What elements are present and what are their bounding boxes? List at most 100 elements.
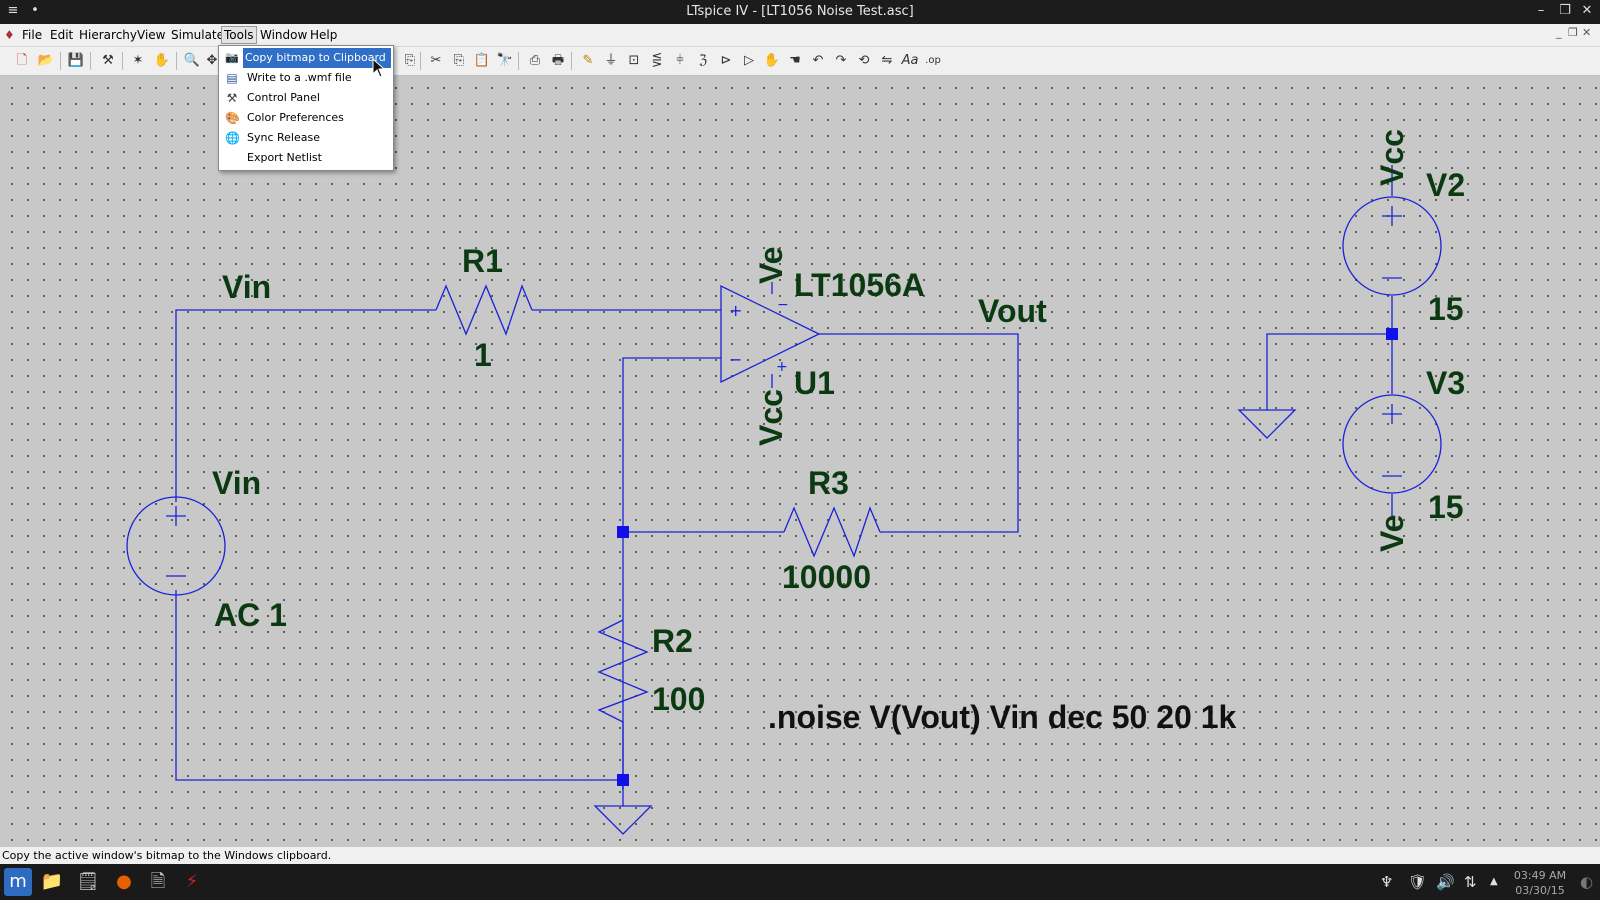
- menu-help[interactable]: Help: [310, 28, 338, 42]
- menu-hierarchy[interactable]: Hierarchy: [79, 28, 138, 42]
- net-label-vout[interactable]: Vout: [978, 293, 1047, 329]
- close-icon[interactable]: ✕: [1581, 3, 1593, 18]
- net-label-vin[interactable]: Vin: [222, 269, 271, 305]
- vin-source-value[interactable]: AC 1: [214, 597, 287, 633]
- r1-name[interactable]: R1: [462, 243, 503, 279]
- open-icon[interactable]: 📂: [37, 53, 55, 68]
- new-schematic-icon[interactable]: 🗋: [16, 53, 28, 68]
- network-shield-icon[interactable]: ♆: [1380, 873, 1394, 891]
- r2-name[interactable]: R2: [652, 623, 693, 659]
- pan-icon[interactable]: ✥: [206, 53, 218, 68]
- wire-icon[interactable]: ✎: [582, 53, 594, 68]
- save-icon[interactable]: 💾: [67, 53, 85, 68]
- diode-icon[interactable]: ⊳: [720, 53, 732, 68]
- menu-simulate[interactable]: Simulate: [171, 28, 225, 42]
- opamp-ve-label[interactable]: Ve: [753, 247, 789, 284]
- text-editor-icon[interactable]: 🗒: [76, 871, 100, 892]
- menu-item-sync-release[interactable]: 🌐 Sync Release: [221, 128, 391, 148]
- firefox-icon[interactable]: ●: [116, 871, 132, 892]
- toolbar-separator: [90, 52, 91, 70]
- menu-item-write-wmf[interactable]: ▤ Write to a .wmf file: [221, 68, 391, 88]
- window-menu-icon[interactable]: ≡: [7, 3, 19, 18]
- security-shield-icon[interactable]: 🛡: [1408, 873, 1428, 891]
- menu-view[interactable]: View: [137, 28, 166, 42]
- menu-item-label: Color Preferences: [247, 111, 344, 124]
- copy-icon[interactable]: ⎘: [453, 53, 465, 68]
- drag-icon[interactable]: ☚: [789, 53, 801, 68]
- v2-value[interactable]: 15: [1428, 291, 1464, 327]
- start-menu-icon[interactable]: m: [4, 868, 32, 896]
- mdi-close-icon[interactable]: ✕: [1582, 26, 1592, 39]
- menu-item-color-preferences[interactable]: 🎨 Color Preferences: [221, 108, 391, 128]
- ltspice-task-icon[interactable]: ⚡: [185, 871, 199, 892]
- component-icon[interactable]: ▷: [744, 53, 754, 68]
- volume-icon[interactable]: 🔊: [1436, 873, 1455, 891]
- undo-icon[interactable]: ↶: [812, 53, 824, 68]
- pick-icon[interactable]: ⎘: [404, 53, 416, 68]
- ground-icon[interactable]: ⏚: [604, 53, 618, 68]
- run-icon[interactable]: ✶: [132, 53, 144, 68]
- mirror-icon[interactable]: ⇋: [881, 53, 893, 68]
- menu-item-control-panel[interactable]: ⚒ Control Panel: [221, 88, 391, 108]
- spice-directive[interactable]: .noise V(Vout) Vin dec 50 20 1k: [768, 699, 1237, 735]
- menu-tools[interactable]: Tools: [221, 26, 257, 44]
- opamp-u1[interactable]: + − − +: [720, 284, 821, 384]
- r1-value[interactable]: 1: [474, 337, 492, 373]
- v2-name[interactable]: V2: [1426, 167, 1465, 203]
- menu-edit[interactable]: Edit: [50, 28, 74, 42]
- clock[interactable]: 03:49 AM 03/30/15: [1510, 868, 1570, 898]
- print-setup-icon[interactable]: ⎙: [529, 53, 541, 68]
- v3-net-ve[interactable]: Ve: [1374, 515, 1410, 552]
- sticky-icon[interactable]: •: [31, 3, 39, 18]
- paste-icon[interactable]: 📋: [473, 53, 491, 68]
- zoom-in-icon[interactable]: 🔍: [183, 53, 201, 68]
- inductor-icon[interactable]: ℨ: [698, 53, 707, 68]
- file-manager-icon[interactable]: 📁: [40, 871, 64, 892]
- menu-window[interactable]: Window: [260, 28, 308, 42]
- source-vin[interactable]: [126, 496, 226, 596]
- minimize-icon[interactable]: –: [1537, 3, 1545, 18]
- power-icon[interactable]: ◐: [1580, 873, 1594, 891]
- v2-net-vcc[interactable]: Vcc: [1374, 129, 1410, 186]
- ground-symbol-right[interactable]: [1237, 409, 1297, 439]
- resistor-icon[interactable]: ⋚: [651, 53, 663, 68]
- menu-item-copy-bitmap[interactable]: Copy bitmap to Clipboard: [243, 48, 391, 68]
- menu-file[interactable]: File: [22, 28, 43, 42]
- control-panel-icon[interactable]: ⚒: [102, 53, 114, 68]
- halt-icon[interactable]: ✋: [153, 53, 171, 68]
- opamp-model[interactable]: LT1056A: [794, 267, 925, 303]
- opamp-vcc-label[interactable]: Vcc: [753, 389, 789, 446]
- r2-value[interactable]: 100: [652, 681, 705, 717]
- opamp-name[interactable]: U1: [794, 365, 835, 401]
- spice-directive-icon[interactable]: .op: [925, 55, 941, 66]
- capacitor-icon[interactable]: ⫩: [676, 53, 684, 68]
- resistor-r1[interactable]: [435, 284, 533, 336]
- toolbar-separator: [60, 52, 61, 70]
- label-net-icon[interactable]: ⊡: [628, 53, 640, 68]
- v3-value[interactable]: 15: [1428, 489, 1464, 525]
- maximize-icon[interactable]: ❐: [1559, 3, 1571, 18]
- source-v3[interactable]: [1342, 394, 1442, 494]
- document-icon[interactable]: 🗎: [150, 871, 166, 892]
- print-icon[interactable]: 🖶: [551, 53, 565, 68]
- cut-icon[interactable]: ✂: [430, 53, 442, 68]
- ground-symbol-left[interactable]: [593, 805, 653, 835]
- move-icon[interactable]: ✋: [763, 53, 781, 68]
- vin-source-name[interactable]: Vin: [212, 465, 261, 501]
- tray-expand-icon[interactable]: ▲: [1490, 876, 1498, 887]
- mdi-minimize-icon[interactable]: _: [1556, 26, 1562, 39]
- text-icon[interactable]: Aa: [901, 53, 919, 68]
- resistor-r2[interactable]: [597, 619, 649, 723]
- redo-icon[interactable]: ↷: [835, 53, 847, 68]
- network-transfer-icon[interactable]: ⇅: [1464, 873, 1477, 891]
- menu-item-export-netlist[interactable]: Export Netlist: [221, 148, 391, 168]
- rotate-icon[interactable]: ⟲: [858, 53, 870, 68]
- schematic-canvas[interactable]: + − − +: [0, 76, 1600, 846]
- resistor-r3[interactable]: [783, 506, 881, 558]
- mdi-restore-icon[interactable]: ❐: [1568, 26, 1578, 39]
- v3-name[interactable]: V3: [1426, 365, 1465, 401]
- r3-value[interactable]: 10000: [782, 559, 871, 595]
- r3-name[interactable]: R3: [808, 465, 849, 501]
- source-v2[interactable]: [1342, 196, 1442, 296]
- find-icon[interactable]: 🔭: [496, 53, 514, 68]
